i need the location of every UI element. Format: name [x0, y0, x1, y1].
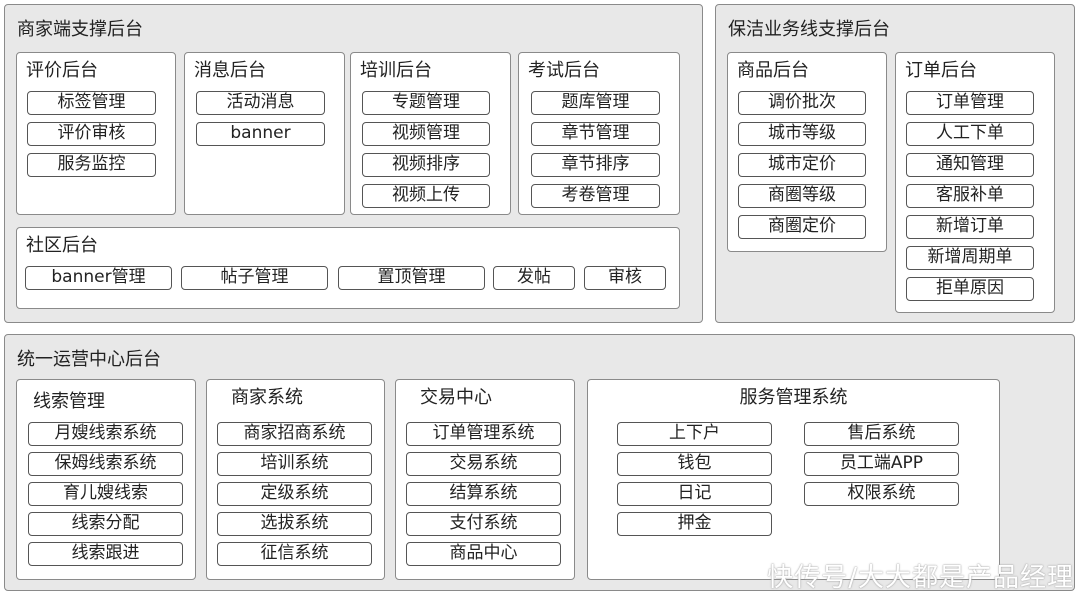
- order-backend-panel: 订单后台 订单管理 人工下单 通知管理 客服补单 新增订单 新增周期单 拒单原因: [895, 52, 1055, 313]
- district-level-button[interactable]: 商圈等级: [738, 184, 866, 208]
- manual-order-button[interactable]: 人工下单: [906, 122, 1034, 146]
- unified-ops-backend: 统一运营中心后台 线索管理 月嫂线索系统 保姆线索系统 育儿嫂线索 线索分配 线…: [4, 334, 1075, 591]
- watermark-text: 快传号/大大都是产品经理: [767, 563, 1074, 593]
- video-upload-button[interactable]: 视频上传: [362, 184, 490, 208]
- exam-backend-panel: 考试后台 题库管理 章节管理 章节排序 考卷管理: [518, 52, 680, 215]
- product-backend-title: 商品后台: [737, 60, 809, 81]
- payment-system-button[interactable]: 支付系统: [406, 512, 561, 536]
- exam-backend-title: 考试后台: [528, 60, 600, 81]
- maternity-nurse-leads-button[interactable]: 月嫂线索系统: [28, 422, 183, 446]
- nanny-leads-button[interactable]: 保姆线索系统: [28, 452, 183, 476]
- message-backend-title: 消息后台: [194, 60, 266, 81]
- diary-button[interactable]: 日记: [617, 482, 772, 506]
- trade-center-title: 交易中心: [420, 387, 492, 408]
- service-management-title: 服务管理系统: [739, 387, 848, 408]
- city-level-button[interactable]: 城市等级: [738, 122, 866, 146]
- settlement-system-button[interactable]: 结算系统: [406, 482, 561, 506]
- reject-reason-button[interactable]: 拒单原因: [906, 277, 1034, 301]
- service-monitor-button[interactable]: 服务监控: [27, 153, 156, 177]
- order-management-button[interactable]: 订单管理: [906, 91, 1034, 115]
- selection-system-button[interactable]: 选拔系统: [217, 512, 372, 536]
- wallet-button[interactable]: 钱包: [617, 452, 772, 476]
- tag-management-button[interactable]: 标签管理: [27, 91, 156, 115]
- trade-center-panel: 交易中心 订单管理系统 交易系统 结算系统 支付系统 商品中心: [395, 379, 575, 580]
- review-backend-title: 评价后台: [26, 60, 98, 81]
- create-post-button[interactable]: 发帖: [493, 266, 575, 290]
- product-center-button[interactable]: 商品中心: [406, 542, 561, 566]
- notification-management-button[interactable]: 通知管理: [906, 153, 1034, 177]
- merchant-system-title: 商家系统: [231, 387, 303, 408]
- video-sort-button[interactable]: 视频排序: [362, 153, 490, 177]
- cleaning-support-title: 保洁业务线支撑后台: [728, 19, 890, 40]
- question-bank-button[interactable]: 题库管理: [531, 91, 660, 115]
- onboarding-offboarding-button[interactable]: 上下户: [617, 422, 772, 446]
- cs-supplement-order-button[interactable]: 客服补单: [906, 184, 1034, 208]
- merchant-system-panel: 商家系统 商家招商系统 培训系统 定级系统 选拔系统 征信系统: [206, 379, 385, 580]
- staff-app-button[interactable]: 员工端APP: [804, 452, 959, 476]
- permission-system-button[interactable]: 权限系统: [804, 482, 959, 506]
- grading-system-button[interactable]: 定级系统: [217, 482, 372, 506]
- leads-management-panel: 线索管理 月嫂线索系统 保姆线索系统 育儿嫂线索 线索分配 线索跟进: [16, 379, 196, 580]
- cleaning-support-backend: 保洁业务线支撑后台 商品后台 调价批次 城市等级 城市定价 商圈等级 商圈定价 …: [715, 4, 1075, 323]
- review-audit-button[interactable]: 评价审核: [27, 122, 156, 146]
- pin-management-button[interactable]: 置顶管理: [338, 266, 485, 290]
- message-banner-button[interactable]: banner: [196, 122, 325, 146]
- activity-message-button[interactable]: 活动消息: [196, 91, 325, 115]
- chapter-sort-button[interactable]: 章节排序: [531, 153, 660, 177]
- message-backend-panel: 消息后台 活动消息 banner: [184, 52, 345, 215]
- leads-assign-button[interactable]: 线索分配: [28, 512, 183, 536]
- credit-system-button[interactable]: 征信系统: [217, 542, 372, 566]
- chapter-management-button[interactable]: 章节管理: [531, 122, 660, 146]
- merchant-support-title: 商家端支撑后台: [17, 19, 143, 40]
- leads-followup-button[interactable]: 线索跟进: [28, 542, 183, 566]
- exam-paper-button[interactable]: 考卷管理: [531, 184, 660, 208]
- deposit-button[interactable]: 押金: [617, 512, 772, 536]
- training-backend-title: 培训后台: [360, 60, 432, 81]
- topic-management-button[interactable]: 专题管理: [362, 91, 490, 115]
- new-order-button[interactable]: 新增订单: [906, 215, 1034, 239]
- unified-ops-title: 统一运营中心后台: [17, 349, 161, 370]
- order-backend-title: 订单后台: [905, 60, 977, 81]
- price-batch-button[interactable]: 调价批次: [738, 91, 866, 115]
- community-backend-title: 社区后台: [26, 235, 98, 256]
- order-management-system-button[interactable]: 订单管理系统: [406, 422, 561, 446]
- leads-management-title: 线索管理: [33, 391, 105, 412]
- service-management-panel: 服务管理系统 上下户 钱包 日记 押金 售后系统 员工端APP 权限系统: [587, 379, 1000, 580]
- video-management-button[interactable]: 视频管理: [362, 122, 490, 146]
- training-backend-panel: 培训后台 专题管理 视频管理 视频排序 视频上传: [350, 52, 511, 215]
- new-recurring-order-button[interactable]: 新增周期单: [906, 246, 1034, 270]
- review-backend-panel: 评价后台 标签管理 评价审核 服务监控: [16, 52, 176, 215]
- trade-system-button[interactable]: 交易系统: [406, 452, 561, 476]
- merchant-support-backend: 商家端支撑后台 评价后台 标签管理 评价审核 服务监控 消息后台 活动消息 ba…: [4, 4, 703, 323]
- post-management-button[interactable]: 帖子管理: [181, 266, 328, 290]
- product-backend-panel: 商品后台 调价批次 城市等级 城市定价 商圈等级 商圈定价: [727, 52, 887, 252]
- training-system-button[interactable]: 培训系统: [217, 452, 372, 476]
- after-sales-system-button[interactable]: 售后系统: [804, 422, 959, 446]
- community-audit-button[interactable]: 审核: [584, 266, 666, 290]
- community-backend-panel: 社区后台 banner管理 帖子管理 置顶管理 发帖 审核: [16, 227, 680, 309]
- childcare-leads-button[interactable]: 育儿嫂线索: [28, 482, 183, 506]
- merchant-recruit-button[interactable]: 商家招商系统: [217, 422, 372, 446]
- community-banner-button[interactable]: banner管理: [25, 266, 172, 290]
- district-pricing-button[interactable]: 商圈定价: [738, 215, 866, 239]
- city-pricing-button[interactable]: 城市定价: [738, 153, 866, 177]
